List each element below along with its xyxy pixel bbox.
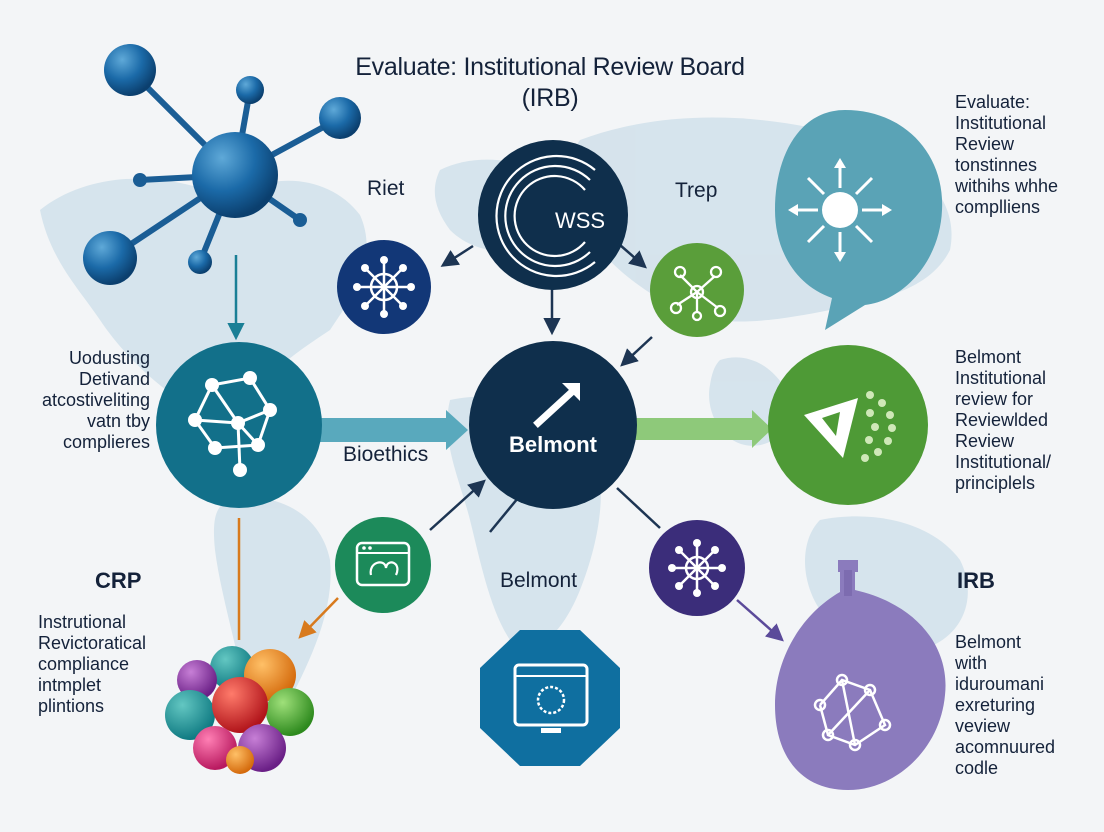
label-riet: Riet: [367, 177, 405, 200]
label-crp: CRP: [95, 568, 142, 593]
flow-arrow-right: [635, 410, 772, 448]
browser-node: [335, 517, 431, 613]
belmont-center-label: Belmont: [509, 432, 597, 457]
monitor-node: [480, 630, 620, 766]
bulb-node: [775, 560, 946, 790]
spheres-icon: [165, 646, 314, 774]
diagram-title: Evaluate: Institutional Review Board (IR…: [355, 53, 745, 112]
network-node-left: [156, 342, 322, 508]
label-bioethics: Bioethics: [343, 443, 429, 466]
wss-node-label: WSS: [554, 208, 606, 233]
paragraph-right-bottom: Belmont with iduroumani exreturing vevie…: [955, 632, 1056, 778]
flow-arrow-left: [318, 410, 468, 450]
label-belmont-bottom: Belmont: [500, 569, 578, 592]
label-trep: Trep: [675, 179, 718, 202]
paragraph-top-right: Evaluate: Institutional Review tonstinne…: [955, 92, 1059, 217]
network-node-trep: [650, 243, 744, 337]
speech-bubble-node: [775, 110, 943, 330]
network-node-riet: [337, 240, 431, 334]
leaf-node-right: [768, 345, 928, 505]
paragraph-left-middle: Uodusting Detivand atcostiveliting vatn …: [41, 348, 150, 452]
connector-lines: [227, 244, 784, 642]
molecule-icon: [83, 44, 361, 285]
paragraph-left-bottom: Instrutional Revictoratical compliance i…: [38, 612, 147, 716]
wss-node: [478, 140, 628, 290]
network-node-purple: [649, 520, 745, 616]
label-irb: IRB: [957, 568, 995, 593]
belmont-center-node: [469, 341, 637, 509]
paragraph-right-middle: Belmont Institutional review for Reviewl…: [955, 347, 1052, 493]
